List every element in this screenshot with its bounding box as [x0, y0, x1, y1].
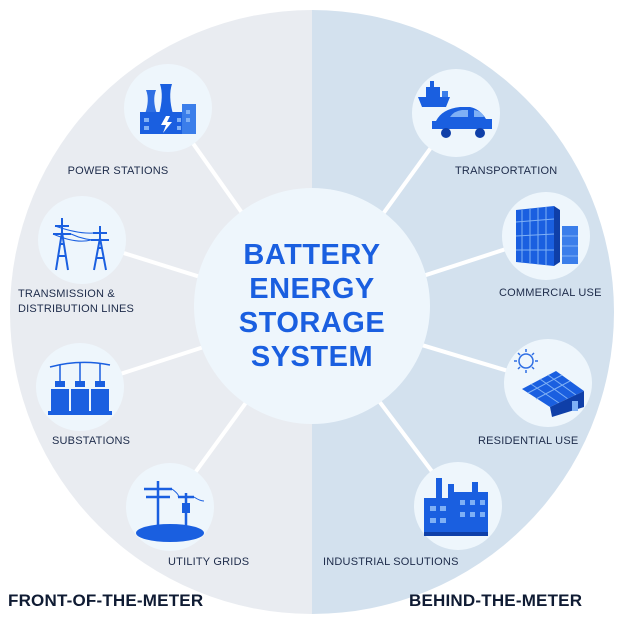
behind-the-meter-caption: BEHIND-THE-METER: [409, 591, 583, 610]
label-power-stations: POWER STATIONS: [67, 165, 169, 177]
label-utility-grids: UTILITY GRIDS: [168, 556, 250, 568]
front-of-meter-half: [10, 10, 312, 614]
utility-pole-icon: [136, 481, 205, 542]
factory-icon: [424, 478, 488, 536]
ship-car-icon: [418, 81, 492, 138]
office-building-icon: [515, 206, 578, 266]
label-residential-use: RESIDENTIAL USE: [478, 435, 579, 447]
power-station-icon: [140, 84, 196, 134]
label-transportation: TRANSPORTATION: [455, 165, 558, 177]
front-of-the-meter-caption: FRONT-OF-THE-METER: [8, 591, 204, 610]
label-commercial-use: COMMERCIAL USE: [499, 287, 602, 299]
label-industrial-solutions: INDUSTRIAL SOLUTIONS: [323, 556, 459, 568]
label-substations: SUBSTATIONS: [52, 435, 131, 447]
node-transmission: [38, 196, 126, 284]
label-transmission-distribution-lines: TRANSMISSION & DISTRIBUTION LINES: [18, 288, 135, 315]
transmission-tower-icon: [52, 218, 110, 271]
center-circle: [194, 188, 430, 424]
background-disc: [10, 10, 614, 614]
solar-house-icon: [514, 349, 584, 417]
behind-the-meter-half: [312, 10, 614, 614]
substation-icon: [48, 361, 112, 415]
center-title: BATTERY ENERGY STORAGE SYSTEM: [238, 239, 386, 373]
